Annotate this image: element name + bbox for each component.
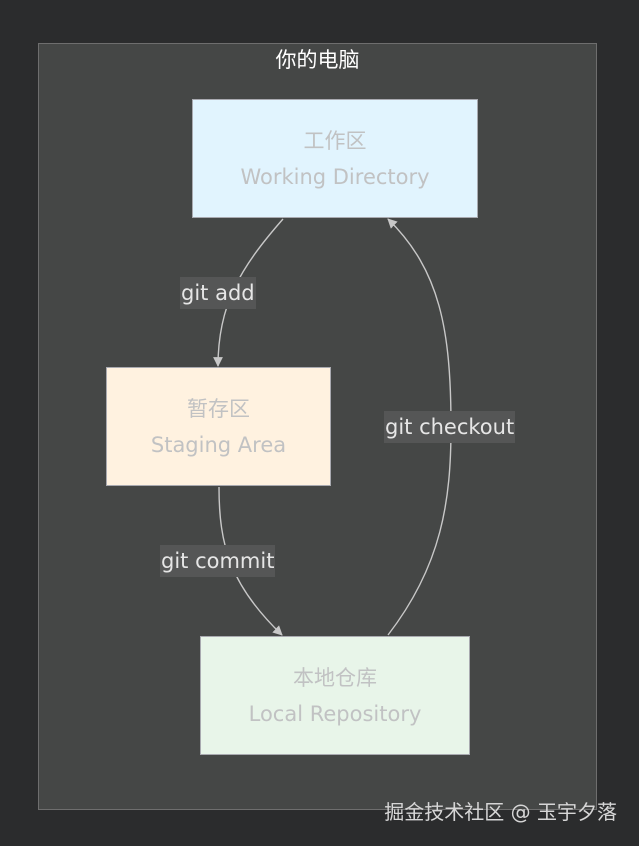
node-working-directory: 工作区 Working Directory — [192, 99, 478, 218]
edge-label-git-commit: git commit — [160, 545, 276, 577]
node-local-repository-en: Local Repository — [248, 701, 422, 726]
node-local-repository-zh: 本地仓库 — [293, 665, 377, 690]
node-staging-area: 暂存区 Staging Area — [106, 367, 331, 486]
node-local-repository: 本地仓库 Local Repository — [200, 636, 470, 755]
node-staging-area-zh: 暂存区 — [187, 396, 250, 421]
node-working-directory-en: Working Directory — [240, 164, 430, 189]
watermark: 掘金技术社区 @ 玉宇夕落 — [384, 800, 617, 824]
edge-label-git-add: git add — [180, 277, 256, 309]
edge-label-git-checkout: git checkout — [384, 411, 516, 443]
cluster-title: 你的电脑 — [275, 48, 360, 72]
node-working-directory-zh: 工作区 — [303, 128, 367, 153]
node-staging-area-en: Staging Area — [150, 432, 287, 457]
